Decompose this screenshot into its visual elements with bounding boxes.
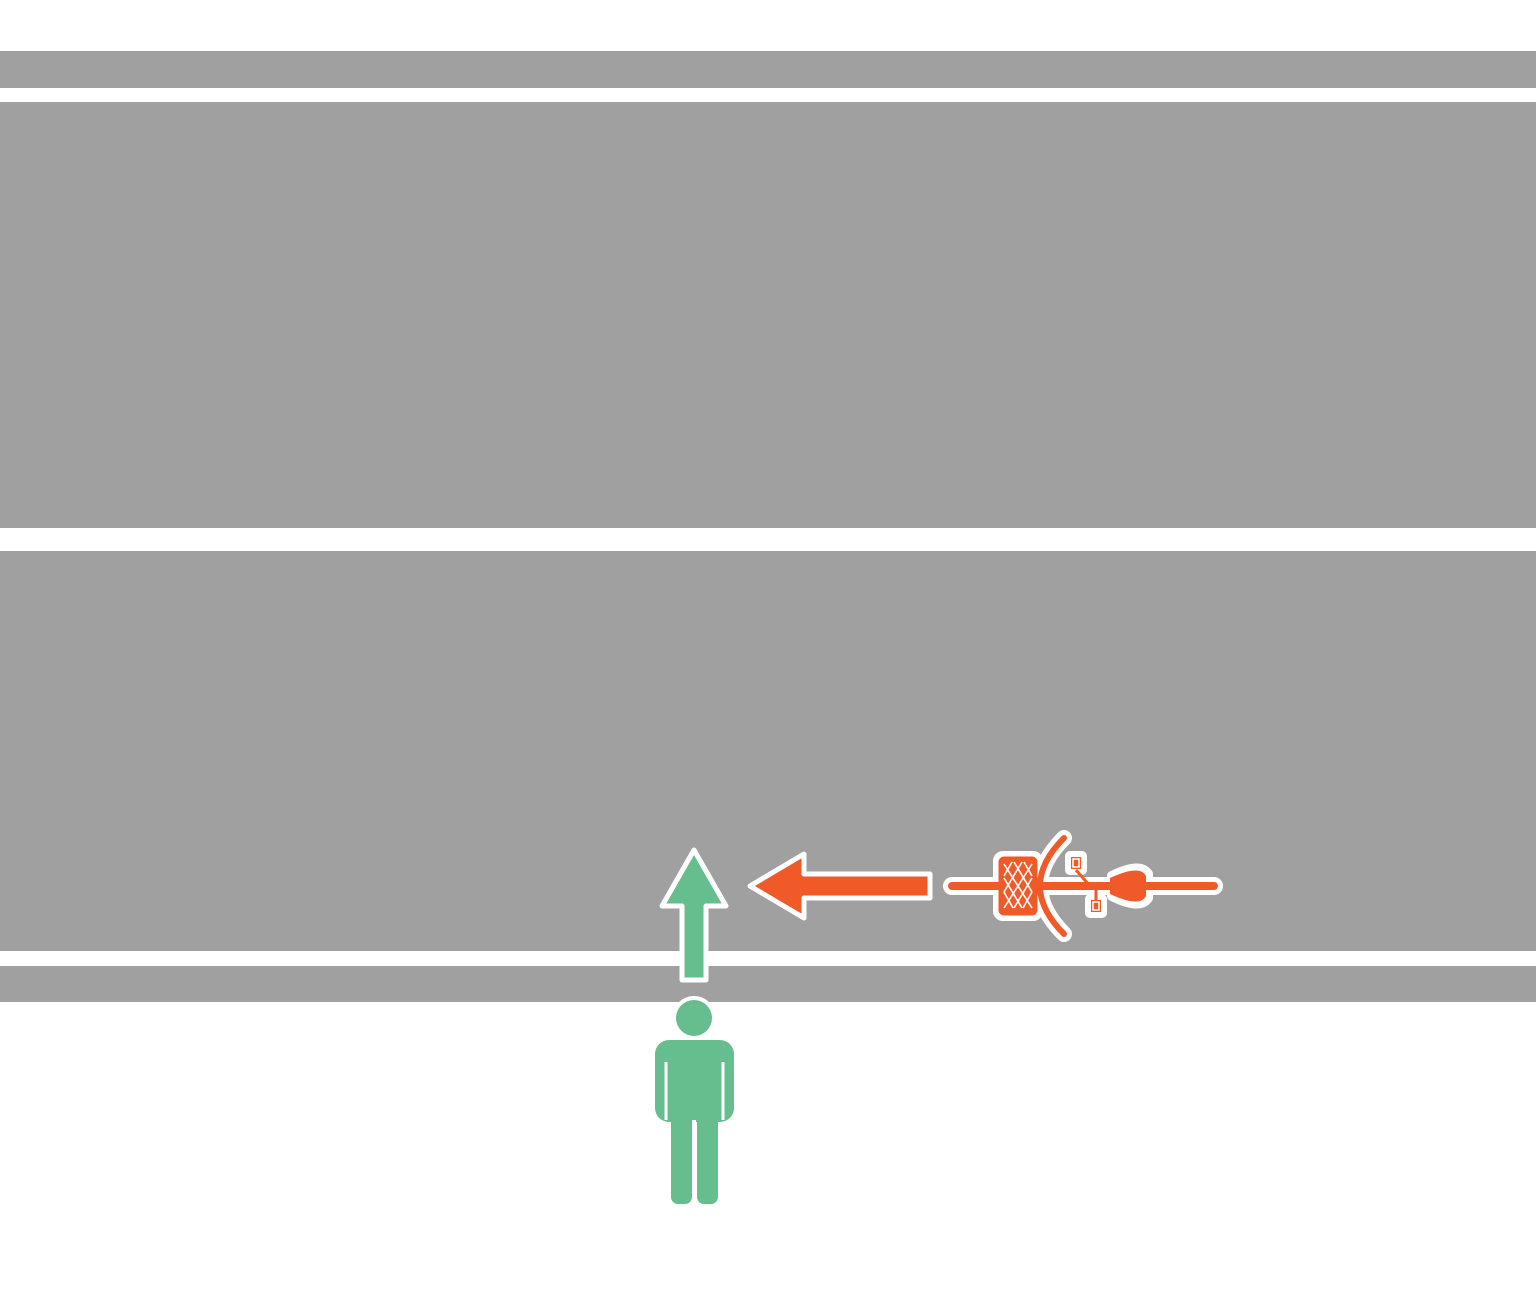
road-strip-bottom (0, 966, 1536, 1002)
road-strip-top (0, 51, 1536, 88)
bicycle-pedal-top (1071, 857, 1081, 869)
pedestrian-head (676, 1000, 712, 1036)
bicycle-pedal-bottom (1091, 900, 1101, 912)
bicycle-saddle (1110, 870, 1146, 902)
pedestrian-leg-right (697, 1100, 718, 1204)
bicycle-arrow-left-icon (747, 851, 933, 921)
bicycle-handlebar (1036, 835, 1067, 937)
pedestrian-icon (651, 996, 738, 1208)
road-lane-upper (0, 102, 1536, 528)
road (0, 51, 1536, 1002)
pedestrian-leg-left (671, 1100, 692, 1204)
bicycle-basket-mesh (1003, 861, 1033, 909)
pedestrian-arrow-up-icon (659, 847, 729, 983)
bicycle-icon (943, 830, 1223, 942)
